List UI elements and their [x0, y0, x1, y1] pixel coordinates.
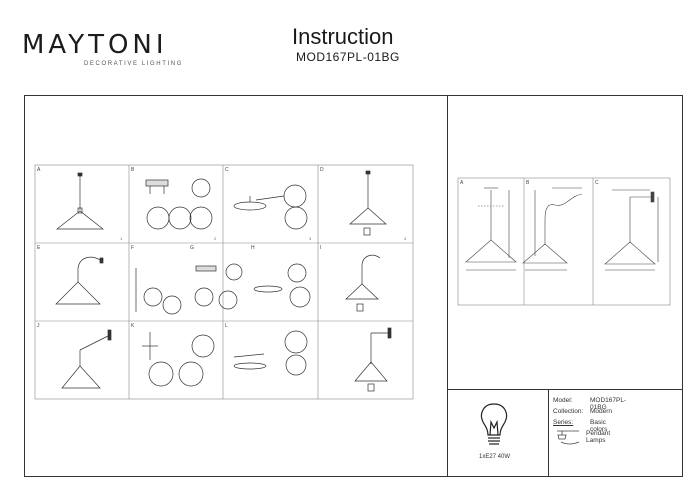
step-number-4: 4	[404, 236, 407, 241]
step-label-b: B	[131, 167, 135, 173]
step-label-f: F	[131, 245, 134, 251]
step-label-j: J	[37, 323, 40, 329]
step-label-d: D	[320, 167, 324, 173]
instruction-frame	[24, 95, 683, 477]
variant-label-b: B	[526, 180, 530, 186]
step-label-g: G	[190, 245, 194, 251]
pendant-bulb-illustration	[349, 170, 387, 236]
wall-mount-detail-illustration	[142, 332, 215, 387]
brand-name: MAYTONI	[22, 30, 168, 60]
series-value: Basic colors	[590, 419, 608, 433]
variant-label-a: A	[460, 180, 464, 186]
type-value: Pendant Lamps	[586, 430, 611, 444]
step-number-1: 1	[120, 236, 123, 241]
step-number-2: 2	[214, 236, 217, 241]
pendant-lamp-icon	[557, 430, 580, 445]
document-title: Instruction	[292, 24, 394, 49]
brand-tagline: DECORATIVE LIGHTING	[84, 61, 183, 67]
canopy-wiring-illustration	[233, 184, 308, 230]
bulb-spec: 1xE27 40W	[479, 454, 511, 460]
step-label-e: E	[37, 245, 41, 251]
model-number: MOD167PL-01BG	[296, 50, 400, 64]
step-number-3: 3	[309, 236, 312, 241]
brand-logo: MAYTONI DECORATIVE LIGHTING	[22, 32, 183, 67]
collection-label: Collection:	[553, 408, 584, 415]
step-label-h: H	[251, 245, 255, 251]
series-label: Series:	[553, 419, 574, 426]
step-label-i: I	[320, 245, 321, 251]
frame-divider-horizontal	[447, 389, 683, 390]
assembly-detail-illustration	[135, 263, 311, 315]
mounting-bracket-illustration	[145, 178, 213, 230]
pendant-shade-illustration	[345, 254, 381, 312]
step-label-c: C	[225, 167, 229, 173]
model-value: MOD167PL-01BG	[590, 397, 627, 411]
frame-divider-vertical	[447, 95, 448, 477]
pendant-lamp-illustration	[55, 172, 105, 230]
model-label: Model:	[553, 397, 573, 404]
step-label-a: A	[37, 167, 41, 173]
ceiling-plate-illustration	[233, 330, 308, 376]
step-label-l: L	[225, 323, 228, 329]
flexible-arm-illustration	[55, 256, 104, 305]
bulb-icon	[480, 403, 508, 445]
wall-arm-illustration	[61, 329, 112, 389]
step-label-k: K	[131, 323, 135, 329]
wall-lamp-illustration	[354, 327, 392, 392]
collection-value: Modern	[590, 408, 613, 415]
info-divider	[548, 389, 549, 477]
variant-label-c: C	[595, 180, 599, 186]
